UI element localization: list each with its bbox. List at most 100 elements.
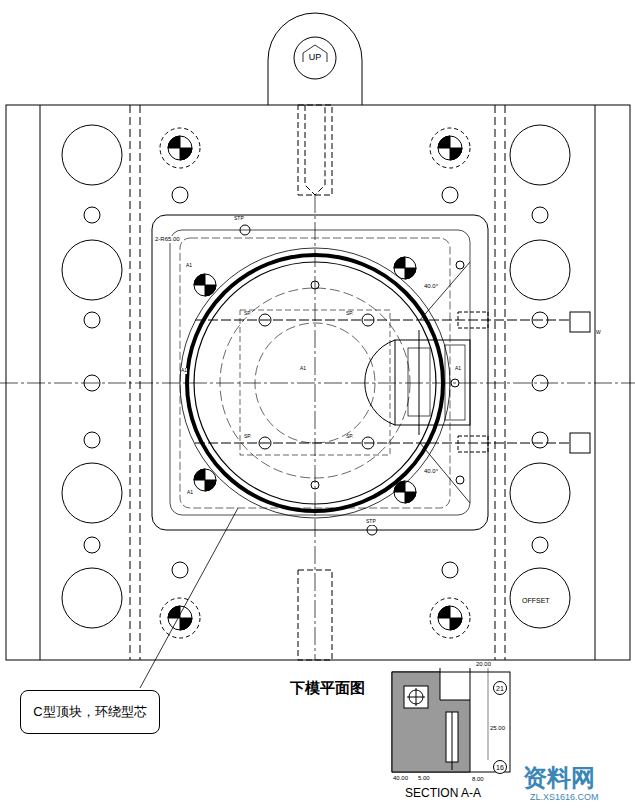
rect-shape <box>458 436 488 452</box>
circle-shape <box>510 568 570 628</box>
dimension: 5.00 <box>418 775 430 782</box>
line-shape <box>440 668 441 672</box>
path-shape <box>305 105 325 195</box>
part-mark: A1 <box>186 263 192 269</box>
circle-shape <box>172 187 188 203</box>
line-shape <box>195 443 570 444</box>
dimension: 8.00 <box>472 776 484 783</box>
dimension: 20.00 <box>476 661 491 668</box>
circle-shape <box>240 225 250 235</box>
rect-shape <box>395 340 470 425</box>
circle-shape <box>451 379 459 387</box>
callout-number: 21 <box>493 681 507 695</box>
circle-shape <box>84 537 100 553</box>
circle-shape <box>194 469 216 491</box>
path-shape <box>438 606 462 630</box>
watermark: ZL.XS1616.COM <box>530 793 599 803</box>
line-shape <box>452 712 453 770</box>
return-pins <box>160 128 470 638</box>
circle-shape <box>259 314 271 326</box>
circle-shape <box>430 128 470 168</box>
callout-number: 16 <box>493 760 507 774</box>
circle-shape <box>532 375 548 391</box>
line-shape <box>470 668 471 700</box>
rect-shape <box>298 105 332 195</box>
callout-box: C型顶块，环绕型芯 <box>20 690 160 734</box>
circle-shape <box>456 261 464 269</box>
circle-shape <box>194 274 216 296</box>
circle-shape <box>259 437 271 449</box>
rect-shape <box>570 433 590 453</box>
dimension: 2-R65.00 <box>155 236 180 243</box>
circle-shape <box>438 136 462 160</box>
path-shape <box>420 262 470 503</box>
line-shape <box>40 105 41 660</box>
circle-shape <box>168 136 192 160</box>
path-shape <box>194 274 216 296</box>
path-shape <box>438 136 462 160</box>
circle-shape <box>294 37 336 79</box>
dimension: 40.0° <box>424 468 438 475</box>
path-shape <box>394 481 416 503</box>
circle-shape <box>160 128 200 168</box>
line-shape <box>315 195 316 660</box>
circle-shape <box>362 314 374 326</box>
c-lifter-ring <box>180 225 570 535</box>
line-shape <box>495 105 496 660</box>
rect-shape <box>392 672 510 772</box>
path-shape <box>194 469 216 491</box>
rect-shape <box>6 105 630 660</box>
path-shape <box>268 13 362 105</box>
dimension: 40.00 <box>393 775 408 782</box>
circle-shape <box>84 312 100 328</box>
line-shape <box>0 383 635 384</box>
rect-shape <box>170 230 470 515</box>
part-mark: A1 <box>300 366 306 372</box>
circle-shape <box>84 207 100 223</box>
part-mark: SP. <box>244 311 251 317</box>
circle-shape <box>438 606 462 630</box>
node-text: 21 <box>496 685 504 692</box>
circle-shape <box>510 463 570 523</box>
watermark: 资料网 <box>523 765 595 791</box>
circle-shape <box>442 187 458 203</box>
part-mark: A1 <box>455 366 461 372</box>
line-shape <box>419 330 420 435</box>
rect-shape <box>445 345 465 420</box>
dimension: 25.00 <box>490 725 505 732</box>
circle-shape <box>62 240 122 300</box>
part-mark: STP <box>366 519 376 525</box>
circle-shape <box>394 481 416 503</box>
part-mark: A1 <box>187 490 193 496</box>
circle-shape <box>62 568 122 628</box>
circle-shape <box>168 606 192 630</box>
circle-shape <box>84 375 100 391</box>
up-mark: UP <box>306 48 324 66</box>
circle-shape <box>532 432 548 448</box>
part-mark: STP <box>234 216 244 222</box>
rect-shape <box>570 312 590 332</box>
circle-shape <box>180 248 450 518</box>
circle-shape <box>510 240 570 300</box>
circle-shape <box>172 562 188 578</box>
guide-holes <box>62 125 570 628</box>
line-shape <box>488 668 489 760</box>
rect-shape <box>458 312 488 328</box>
part-mark: A1 <box>181 368 187 374</box>
slider <box>365 261 590 503</box>
line-shape <box>595 105 596 660</box>
circle-shape <box>194 262 436 504</box>
path-shape <box>392 672 470 772</box>
path-shape <box>303 45 327 62</box>
mold-plates <box>0 105 635 660</box>
section-view <box>392 668 510 772</box>
path-shape <box>168 136 192 160</box>
rect-shape <box>152 215 488 530</box>
path-shape <box>365 340 395 425</box>
rect-shape <box>404 686 428 708</box>
circle-shape <box>456 476 464 484</box>
node-text: UP <box>309 52 322 62</box>
circle-shape <box>532 537 548 553</box>
leader-line <box>140 508 238 688</box>
circle-shape <box>532 207 548 223</box>
